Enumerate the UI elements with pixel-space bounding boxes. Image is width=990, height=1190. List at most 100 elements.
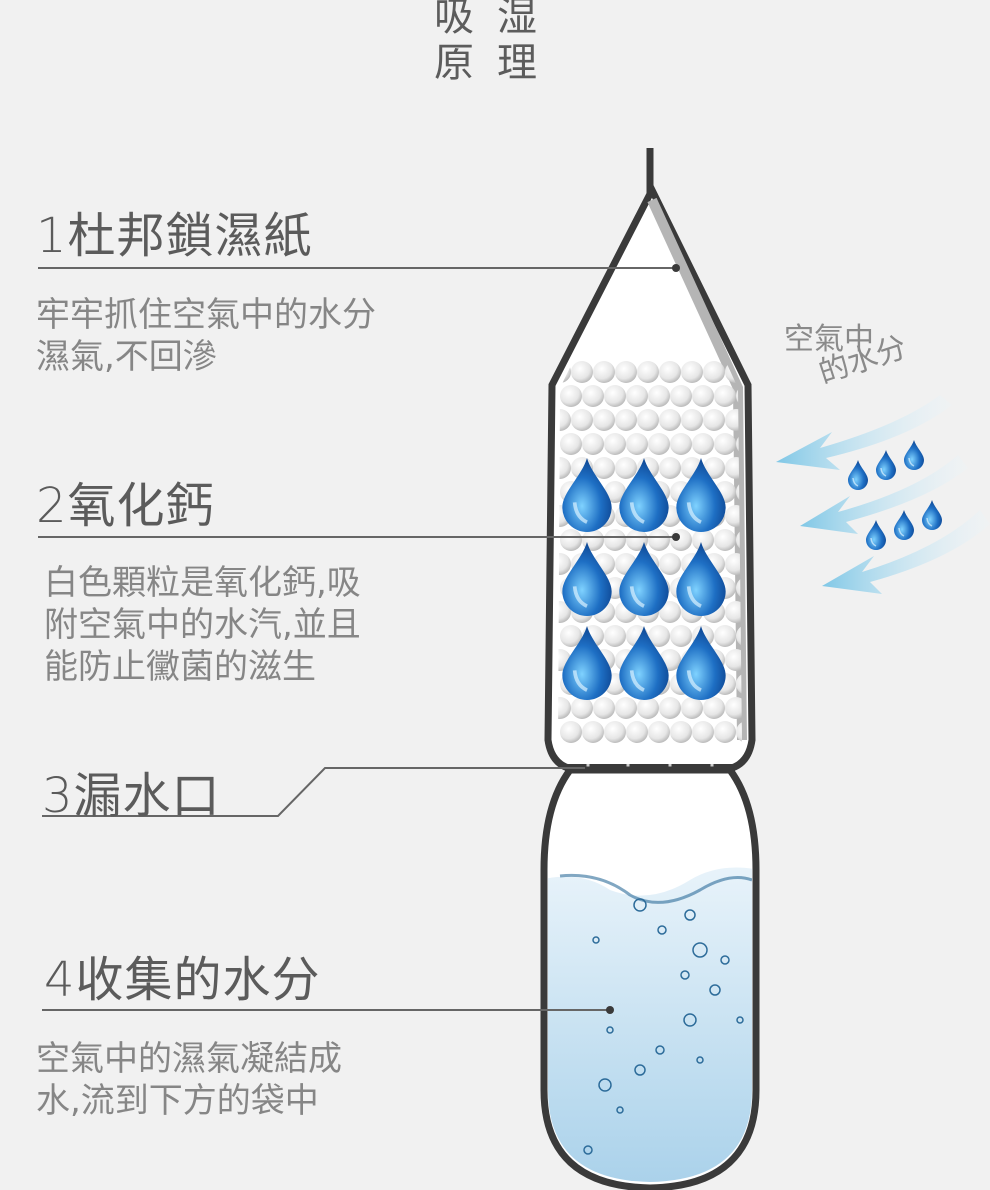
title-char: 湿 [497,0,537,40]
calcium-oxide-granule [593,409,615,431]
calcium-oxide-granule [560,385,582,407]
calcium-oxide-granule [659,697,681,719]
air-flow-arrow-icon [800,455,968,534]
label-calcium-oxide: 2氧化鈣 [36,478,215,534]
calcium-oxide-granule [714,625,736,647]
calcium-oxide-granule [692,433,714,455]
calcium-oxide-granule [604,481,626,503]
calcium-oxide-granule [714,433,736,455]
air-flow-arrows [776,395,990,594]
diagram-title-col2: 湿 理 [497,0,537,86]
calcium-oxide-granule [637,697,659,719]
title-char: 原 [434,40,474,86]
calcium-oxide-granule [560,433,582,455]
leader-dot-4 [606,1006,614,1014]
calcium-oxide-granule [560,529,582,551]
calcium-oxide-granule [714,529,736,551]
desc-dupont-paper: 牢牢抓住空氣中的水分 濕氣,不回滲 [36,294,376,378]
calcium-oxide-granule [648,433,670,455]
calcium-oxide-granule [604,433,626,455]
water-drop-icon [876,450,896,480]
calcium-oxide-granule [637,409,659,431]
calcium-oxide-granule [582,433,604,455]
calcium-oxide-granule [703,409,725,431]
desc-line: 空氣中的濕氣凝結成 [36,1039,342,1079]
water-bubble [684,909,696,921]
calcium-oxide-granule [571,409,593,431]
calcium-oxide-granule [670,529,692,551]
desc-collected-water: 空氣中的濕氣凝結成 水,流到下方的袋中 [36,1038,342,1122]
water-drop-icon [848,460,868,490]
calcium-oxide-granule [615,409,637,431]
calcium-oxide-granule [692,385,714,407]
calcium-oxide-granule [626,529,648,551]
label-collected-water: 4收集的水分 [44,952,321,1008]
water-bubble [736,1016,744,1024]
desc-line: 附空氣中的水汽,並且 [44,605,361,645]
label-dupont-paper: 1杜邦鎖濕紙 [36,208,313,264]
calcium-oxide-granule [558,601,571,623]
water-drop-icon [922,500,942,530]
water-bubble [683,1013,697,1027]
desc-line: 牢牢抓住空氣中的水分 [36,295,376,335]
calcium-oxide-granule [593,457,615,479]
calcium-oxide-granule [615,697,637,719]
calcium-oxide-granule [692,529,714,551]
title-char: 吸 [434,0,474,40]
calcium-oxide-granule [659,409,681,431]
lower-collection-bag [540,766,760,1190]
label-leak-outlet: 3漏水口 [42,768,221,824]
calcium-oxide-granule [648,625,670,647]
calcium-oxide-granule [558,553,571,575]
water-bubble [696,1056,704,1064]
diagram-title-col1: 吸 原 [434,0,474,86]
calcium-oxide-granule [659,457,681,479]
calcium-oxide-granule [714,721,736,743]
water-drop-icon [866,520,886,550]
calcium-oxide-granule [604,529,626,551]
calcium-oxide-granule [560,625,582,647]
calcium-oxide-granule [648,529,670,551]
leader-dot-2 [672,533,680,541]
calcium-oxide-granule [558,697,571,719]
desc-calcium-oxide: 白色顆粒是氧化鈣,吸 附空氣中的水汽,並且 能防止黴菌的滋生 [44,562,361,688]
calcium-oxide-granule [626,721,648,743]
calcium-oxide-granule [582,721,604,743]
water-bubble [655,1045,665,1055]
water-bubble [720,955,730,965]
water-drop-icon [904,440,924,470]
water-bubble [598,1078,612,1092]
water-bubble [633,898,647,912]
calcium-oxide-granule [604,721,626,743]
water-bubble [709,984,721,996]
calcium-oxide-granule [571,697,593,719]
calcium-oxide-granule [571,361,593,383]
calcium-oxide-granule [626,385,648,407]
calcium-oxide-granule [725,697,742,719]
calcium-oxide-granule [670,433,692,455]
desc-line: 濕氣,不回滲 [36,337,217,377]
desc-line: 能防止黴菌的滋生 [44,647,316,687]
water-bubble [616,1106,624,1114]
calcium-oxide-granule [604,385,626,407]
calcium-oxide-granule [626,433,648,455]
water-bubble [657,925,667,935]
calcium-oxide-granule [558,409,571,431]
leader-line-3 [42,767,585,817]
calcium-oxide-granule [558,457,571,479]
calcium-oxide-granule [703,697,725,719]
calcium-oxide-granule [648,721,670,743]
calcium-oxide-granule [593,697,615,719]
water-bubble [692,942,708,958]
title-char: 理 [497,40,537,86]
air-flow-arrow-icon [822,510,990,594]
water-drop-icon [894,510,914,540]
calcium-oxide-granule [582,385,604,407]
desc-line: 水,流到下方的袋中 [36,1081,319,1121]
calcium-oxide-granule [648,385,670,407]
calcium-oxide-granule [670,385,692,407]
calcium-oxide-granule [681,697,703,719]
air-flow-arrow-icon [776,395,952,470]
desc-line: 白色顆粒是氧化鈣,吸 [44,563,361,603]
